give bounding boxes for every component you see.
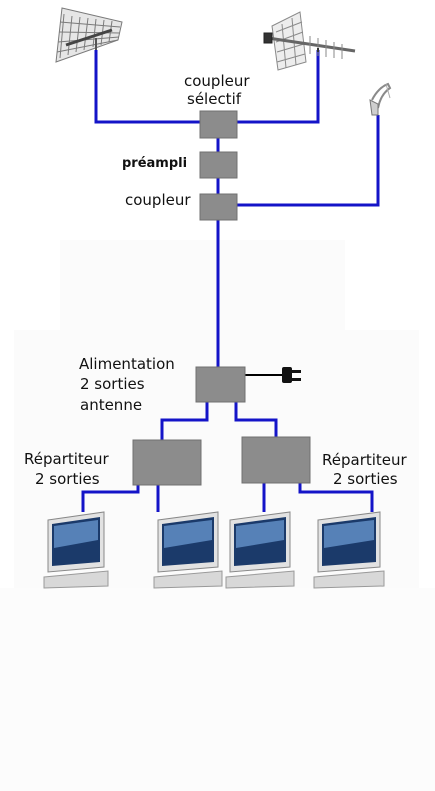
- coupleur-selectif-label-line2: sélectif: [187, 90, 242, 108]
- cable-left-antenna: [94, 50, 200, 124]
- repartiteur-right-box: [241, 436, 311, 484]
- empty-lower-area: [0, 588, 435, 791]
- cable-right-antenna: [237, 50, 320, 124]
- preampli-label: préampli: [122, 156, 188, 171]
- cable-sat-to-coupleur: [237, 115, 380, 207]
- yagi-antenna-icon: [263, 11, 356, 71]
- cable-rep-left-to-monitor-1: [81, 485, 140, 512]
- satellite-lnb-icon: [369, 82, 392, 116]
- repartiteur-right-label-line1: Répartiteur: [322, 451, 407, 469]
- alimentation-label-line3: antenne: [80, 396, 143, 414]
- uhf-grid-antenna-icon: [55, 7, 123, 63]
- repartiteur-left-box: [132, 439, 202, 486]
- repartiteur-left-label-line1: Répartiteur: [24, 450, 109, 468]
- lcd-monitor-icon-2: [153, 511, 223, 589]
- cable-alim-left: [160, 402, 209, 440]
- antenna-cables: [81, 50, 380, 512]
- preampli-box: [199, 151, 238, 179]
- coupleur-box: [199, 193, 238, 221]
- background-panel: [60, 240, 345, 330]
- power-plug-icon: [245, 367, 301, 383]
- coupleur-selectif-box: [199, 110, 238, 139]
- cable-rep-right-to-monitor-4: [298, 483, 374, 512]
- lcd-monitor-icon-1: [43, 511, 109, 589]
- equipment-boxes: [132, 110, 311, 486]
- alimentation-label-line2: 2 sorties: [80, 375, 145, 393]
- cable-alim-right: [234, 402, 278, 437]
- alimentation-label-line1: Alimentation: [79, 355, 175, 373]
- lcd-monitor-icon-4: [313, 511, 385, 589]
- repartiteur-left-label-line2: 2 sorties: [35, 470, 100, 488]
- coupleur-selectif-label-line1: coupleur: [184, 72, 250, 90]
- alimentation-box: [195, 366, 246, 403]
- repartiteur-right-label-line2: 2 sorties: [333, 470, 398, 488]
- coupleur-label: coupleur: [125, 191, 191, 209]
- lcd-monitor-icon-3: [225, 511, 295, 589]
